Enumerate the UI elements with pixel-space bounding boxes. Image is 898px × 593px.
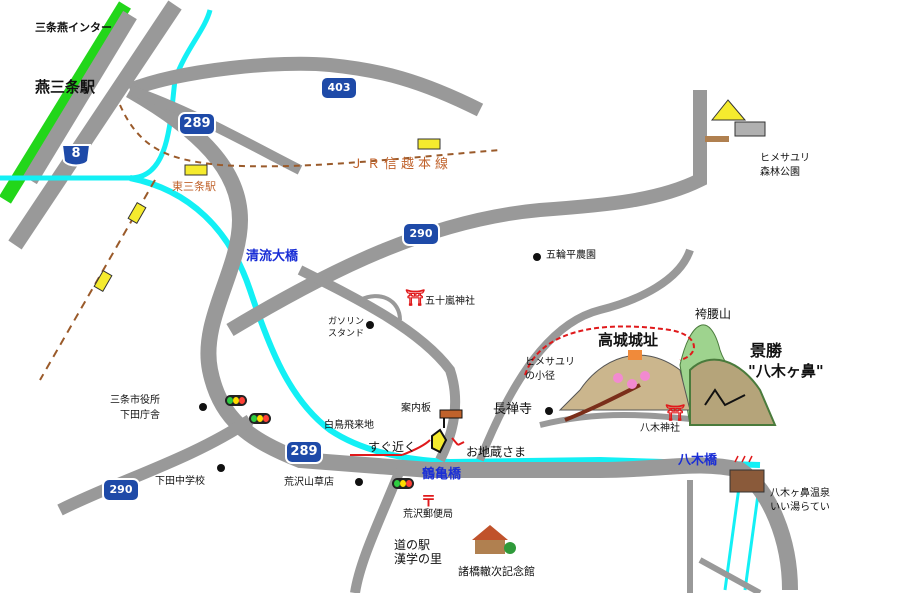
michinoeki-label: 道の駅 漢学の里 xyxy=(394,538,443,566)
road-289-north xyxy=(128,85,303,175)
museum-icon xyxy=(472,525,508,540)
route-290-shield: 290 xyxy=(402,222,440,246)
chozenji-label: 長禅寺 xyxy=(493,402,533,417)
shop-label: 荒沢山草店 xyxy=(284,477,334,488)
road-arasawa xyxy=(350,468,405,593)
traffic-signal-icon-2 xyxy=(249,413,271,424)
camping-icon xyxy=(710,99,747,121)
gas-station-dot xyxy=(366,321,374,329)
lily-flower-2 xyxy=(627,379,637,389)
museum-body xyxy=(475,540,505,554)
road-yagi xyxy=(539,412,701,428)
rail-box-2 xyxy=(127,202,147,224)
traffic-signal-icon xyxy=(225,395,247,406)
post-office-label: 荒沢郵便局 xyxy=(403,509,453,520)
orchard-label: 五輪平農園 xyxy=(546,250,596,261)
route-289-label: 289 xyxy=(183,116,211,131)
shiratori-label: 白鳥飛来地 xyxy=(324,420,374,431)
traffic-signal-icon-3 xyxy=(392,478,414,489)
camping-car-icon xyxy=(734,121,766,137)
shop-dot xyxy=(355,478,363,486)
guide-board-icon xyxy=(439,409,463,419)
castle-trail xyxy=(564,383,641,422)
lily-flower-3 xyxy=(640,371,650,381)
shrine-igarashi-label: 五十嵐神社 xyxy=(425,296,475,307)
route-403-label: 403 xyxy=(327,81,351,94)
road-local-1 xyxy=(297,265,461,463)
road-403 xyxy=(127,56,484,117)
station-east-icon xyxy=(184,164,208,176)
route-290-label-2: 290 xyxy=(109,483,133,496)
jizo-icon xyxy=(431,428,448,454)
jizo-pointer xyxy=(451,437,465,446)
bridge-seiryu-label: 清流大橋 xyxy=(246,249,299,264)
near-label: すぐ近く xyxy=(368,440,417,454)
route-8-label: 8 xyxy=(71,146,81,161)
bridge-tsurukame-label: 鶴亀橋 xyxy=(422,467,462,482)
route-403-shield: 403 xyxy=(320,76,358,100)
mountain-label: 袴腰山 xyxy=(695,307,732,321)
jizo-label: お地蔵さま xyxy=(466,445,527,459)
near-arrow-curve xyxy=(401,439,431,456)
station-east-label: 東三条駅 xyxy=(172,180,216,193)
lily-flower-1 xyxy=(613,373,623,383)
chozenji-dot xyxy=(545,407,553,415)
rail-box-1 xyxy=(417,138,441,150)
onsen-steam xyxy=(734,455,753,463)
museum-tree xyxy=(504,542,516,554)
city-office-label: 三条市役所 下田庁舎 xyxy=(110,395,160,421)
bridge-yagi-label: 八木橋 xyxy=(678,453,718,468)
castle-icon xyxy=(628,350,642,360)
cliff-mark xyxy=(704,388,746,407)
yagi-shrine-label: 八木神社 xyxy=(640,423,680,434)
highway-gray xyxy=(8,0,182,250)
route-290-shield-2: 290 xyxy=(102,478,140,502)
park-label: ヒメサユリ 森林公園 xyxy=(760,153,810,178)
route-290-label: 290 xyxy=(409,227,433,240)
mountain-yaginohana xyxy=(689,358,777,426)
route-289-shield-2: 289 xyxy=(285,440,323,464)
station-main-label: 燕三条駅 xyxy=(35,78,96,96)
shrine-icon: ⛩ xyxy=(405,288,426,307)
orchard-dot xyxy=(533,253,541,261)
railway-label: ＪＲ信越本線 xyxy=(350,157,453,172)
route-289-shield: 289 xyxy=(178,112,216,136)
post-office-icon: 〒 xyxy=(421,492,437,510)
shinkansen-green xyxy=(0,1,131,204)
onsen-icon xyxy=(729,469,765,493)
interchange-label: 三条燕インター xyxy=(35,21,112,34)
road-290-south xyxy=(57,415,254,516)
castle-hill xyxy=(558,354,691,411)
guide-board-label: 案内板 xyxy=(401,403,431,414)
middle-school-dot xyxy=(217,464,225,472)
road-290 xyxy=(226,90,707,337)
castle-label: 高城城址 xyxy=(598,331,659,349)
city-office-dot xyxy=(199,403,207,411)
camping-table-icon xyxy=(705,136,729,142)
highway-gray-2 xyxy=(23,10,137,185)
onsen-label: 八木ヶ鼻温泉 いい湯らてい xyxy=(770,488,830,513)
middle-school-label: 下田中学校 xyxy=(155,476,205,487)
route-289-label-2: 289 xyxy=(290,444,318,459)
road-south-2 xyxy=(687,480,762,593)
route-8-shield: 8 xyxy=(60,143,92,169)
river-branch xyxy=(0,9,213,181)
lily-path-route xyxy=(524,325,695,376)
shrine-icon-yagi: ⛩ xyxy=(665,403,686,422)
road-igarashi xyxy=(359,294,402,321)
scenic-name-label: "八木ヶ鼻" xyxy=(748,362,824,380)
rail-box-3 xyxy=(93,270,113,292)
scenic-label: 景勝 xyxy=(750,341,783,360)
lily-path-label: ヒメサユリ の小径 xyxy=(525,357,575,382)
museum-label: 諸橋轍次記念館 xyxy=(458,565,535,578)
road-local-2 xyxy=(476,248,694,462)
jr-shinetsu-line xyxy=(119,104,501,168)
gas-station-label: ガソリン スタンド xyxy=(328,317,365,339)
